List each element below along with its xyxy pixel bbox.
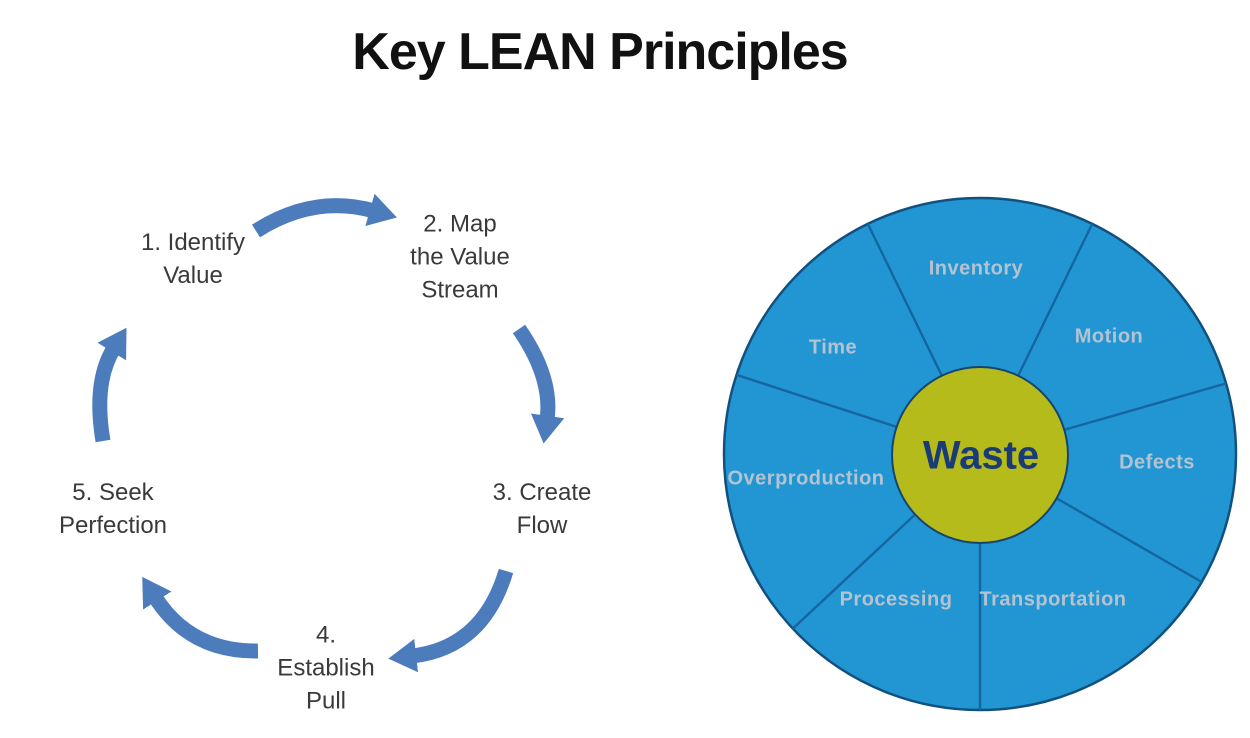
curved-arrow-3-to-4-icon [388,568,514,673]
cycle-step-label-5: 5. Seek Perfection [58,479,168,539]
waste-wheel [722,196,1238,712]
wheel-center-circle [891,366,1069,544]
curved-arrow-5-to-1-icon [92,327,127,443]
wheel-divider-motion-inventory [1017,223,1094,377]
curved-arrow-1-to-2-icon [251,193,397,238]
cycle-step-label-2: 2. Map the Value Stream [410,210,510,304]
cycle-step-label-4: 4. Establish Pull [277,621,375,715]
segment-label-inventory: Inventory [928,257,1024,280]
segment-label-defects: Defects [1119,451,1195,474]
cycle-diagram [92,193,565,673]
segment-label-transportation: Transportation [979,588,1127,611]
cycle-step-label-3: 3. Create Flow [492,479,592,539]
cycle-step-label-1: 1. Identify Value [140,229,246,289]
wheel-divider-time-overproduction [736,373,898,429]
wheel-divider-defects-motion [1063,382,1227,432]
wheel-divider-transportation-defects [1054,496,1203,584]
wheel-divider-overproduction-processing [791,512,918,630]
slide-title: Key LEAN Principles [352,23,848,81]
segment-label-processing: Processing [839,588,953,611]
curved-arrow-2-to-3-icon [512,324,565,444]
segment-label-motion: Motion [1074,325,1144,348]
segment-label-overproduction: Overproduction [727,467,885,490]
waste-center-label: Waste [922,433,1040,478]
segment-label-time: Time [808,336,858,359]
wheel-divider-inventory-time [866,223,943,377]
curved-arrow-4-to-5-icon [142,576,259,659]
